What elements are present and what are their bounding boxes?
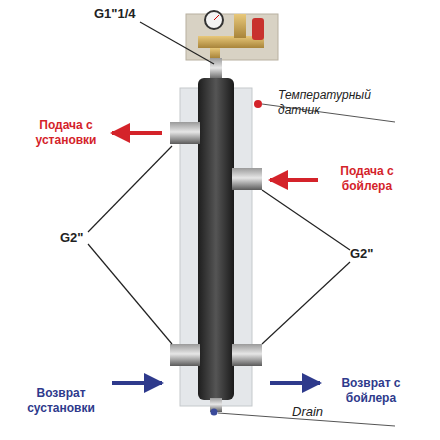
flow-arrow — [112, 131, 162, 135]
pipe-stub — [232, 344, 262, 366]
leader-line — [88, 244, 172, 344]
top-pipe — [210, 58, 222, 80]
sensor-label: Температурный датчик — [278, 88, 386, 118]
flow-arrow — [112, 381, 162, 385]
pipe-stub — [170, 122, 200, 144]
pressure-gauge — [205, 11, 223, 29]
manifold-plate — [186, 14, 278, 60]
pipe-stub — [170, 344, 200, 366]
flow-label: Возврат сустановки — [14, 386, 108, 416]
flow-arrow — [270, 178, 318, 182]
safety-valve — [252, 18, 264, 40]
size-label: G2" — [60, 230, 90, 245]
flow-label: Возврат с бойлера — [326, 376, 416, 406]
air-vent — [234, 14, 246, 38]
drain-dot — [211, 409, 218, 416]
flow-label: Подача с бойлера — [322, 164, 412, 194]
leader-line — [262, 190, 350, 250]
leader-line — [88, 146, 172, 232]
leader-line — [262, 262, 350, 344]
separator-body — [198, 78, 234, 400]
sensor-dot — [254, 100, 262, 108]
flow-arrow — [270, 381, 320, 385]
leader-line — [140, 22, 214, 64]
pipe-stub — [232, 168, 262, 190]
drain-label: Drain — [292, 404, 352, 419]
size-label: G2" — [350, 246, 380, 261]
flow-label: Подача с установки — [18, 118, 114, 148]
size-label: G1"1/4 — [94, 6, 154, 21]
